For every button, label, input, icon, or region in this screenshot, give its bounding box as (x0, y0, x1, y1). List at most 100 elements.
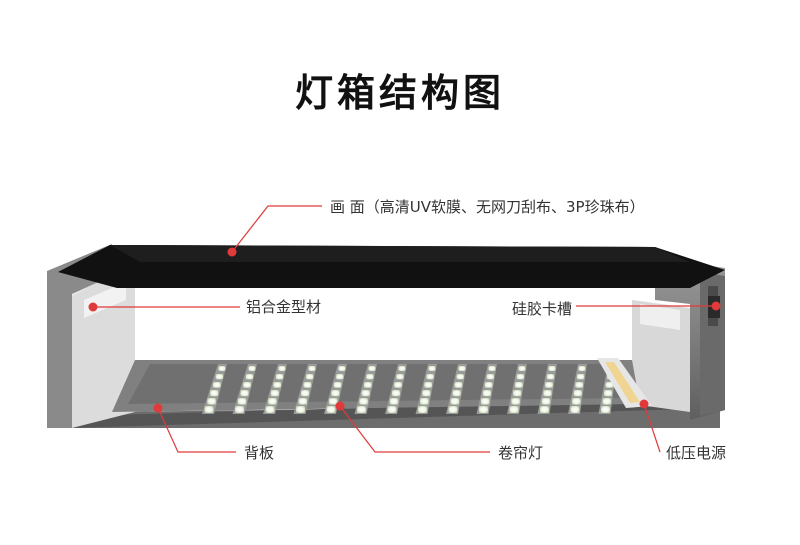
led-chip (420, 398, 429, 405)
right-bracket (640, 304, 680, 330)
led-chip (357, 406, 366, 413)
led-chip (422, 390, 431, 397)
led-chip (454, 382, 463, 388)
led-chip (428, 366, 436, 371)
diagram-title: 灯箱结构图 (294, 71, 505, 115)
led-chip (235, 406, 244, 413)
led-chip (509, 406, 519, 413)
led-chip (336, 374, 344, 380)
led-chip (426, 374, 434, 380)
led-chip (359, 398, 368, 405)
led-chip (488, 366, 496, 371)
led-chip (331, 390, 340, 397)
led-chip (458, 366, 466, 371)
led-chip (212, 382, 221, 388)
led-chip (572, 398, 581, 405)
leader-roll-light-dot (335, 401, 345, 411)
led-chip (296, 406, 305, 413)
leader-silicone-dot (711, 301, 721, 311)
led-chip (602, 398, 612, 405)
led-chip (326, 406, 336, 413)
led-chip (210, 390, 219, 397)
label-aluminum-profile: 铝合金型材 (246, 298, 322, 316)
led-chip (368, 366, 376, 371)
led-chip (275, 374, 284, 380)
led-chip (548, 366, 556, 371)
led-chip (303, 382, 312, 388)
led-chip (511, 398, 520, 405)
label-silicone-slot: 硅胶卡槽 (512, 300, 573, 318)
led-chip (308, 366, 316, 371)
led-chip (543, 390, 552, 397)
led-chip (486, 374, 494, 380)
led-chip (265, 406, 275, 413)
led-chip (389, 398, 399, 405)
led-chip (513, 390, 522, 397)
label-backboard: 背板 (244, 444, 275, 462)
led-chip (456, 374, 464, 380)
led-chip (333, 382, 342, 388)
led-chip (366, 374, 374, 380)
led-chip (573, 390, 582, 397)
screen-film-top (110, 245, 690, 262)
led-chip (207, 398, 216, 405)
leader-backboard (157, 407, 236, 453)
led-chip (576, 374, 585, 380)
leader-power (643, 403, 661, 453)
led-chip (450, 398, 460, 405)
led-chip (578, 366, 586, 371)
led-chip (248, 366, 256, 371)
led-chip (306, 374, 314, 380)
led-chip (298, 398, 308, 405)
led-chip (424, 382, 433, 388)
led-chip (268, 398, 277, 405)
leader-screen-dot (227, 247, 237, 257)
roll-light-strips (202, 364, 617, 414)
led-chip (545, 382, 553, 388)
led-chip (601, 406, 610, 413)
led-chip (514, 382, 523, 388)
leader-screen (231, 205, 322, 253)
led-chip (301, 390, 310, 397)
leader-roll-light (339, 405, 490, 453)
led-chip (540, 406, 549, 413)
led-chip (448, 406, 458, 413)
leader-power-dot (639, 399, 649, 409)
label-power-supply: 低压电源 (666, 444, 727, 462)
label-roll-light: 卷帘灯 (498, 444, 544, 462)
led-chip (516, 374, 525, 380)
led-chip (240, 390, 249, 397)
leader-lines (88, 205, 721, 453)
led-chip (387, 406, 397, 413)
leader-aluminum-dot (88, 302, 98, 312)
led-chip (243, 382, 251, 388)
leader-backboard-dot (153, 403, 163, 413)
led-chip (338, 366, 346, 371)
led-chip (546, 374, 555, 380)
led-chip (518, 366, 526, 371)
led-chip (396, 374, 404, 380)
led-chip (270, 390, 279, 397)
led-chip (541, 398, 551, 405)
led-chip (245, 374, 254, 380)
led-chip (204, 406, 214, 413)
power-supply-label (605, 362, 640, 403)
led-chip (570, 406, 580, 413)
led-chip (398, 366, 406, 371)
led-chip (237, 398, 247, 405)
led-chip (479, 406, 488, 413)
led-chip (452, 390, 461, 397)
led-chip (605, 382, 614, 388)
led-chip (218, 366, 226, 371)
led-chip (215, 374, 224, 380)
led-chip (328, 398, 338, 405)
led-chip (278, 366, 286, 371)
led-chip (418, 406, 427, 413)
led-chip (273, 382, 282, 388)
led-chip (604, 390, 613, 397)
label-screen: 画 面（高清UV软膜、无网刀刮布、3P珍珠布） (330, 198, 645, 216)
led-chip (361, 390, 370, 397)
led-chip (391, 390, 401, 397)
led-chip (484, 382, 493, 388)
